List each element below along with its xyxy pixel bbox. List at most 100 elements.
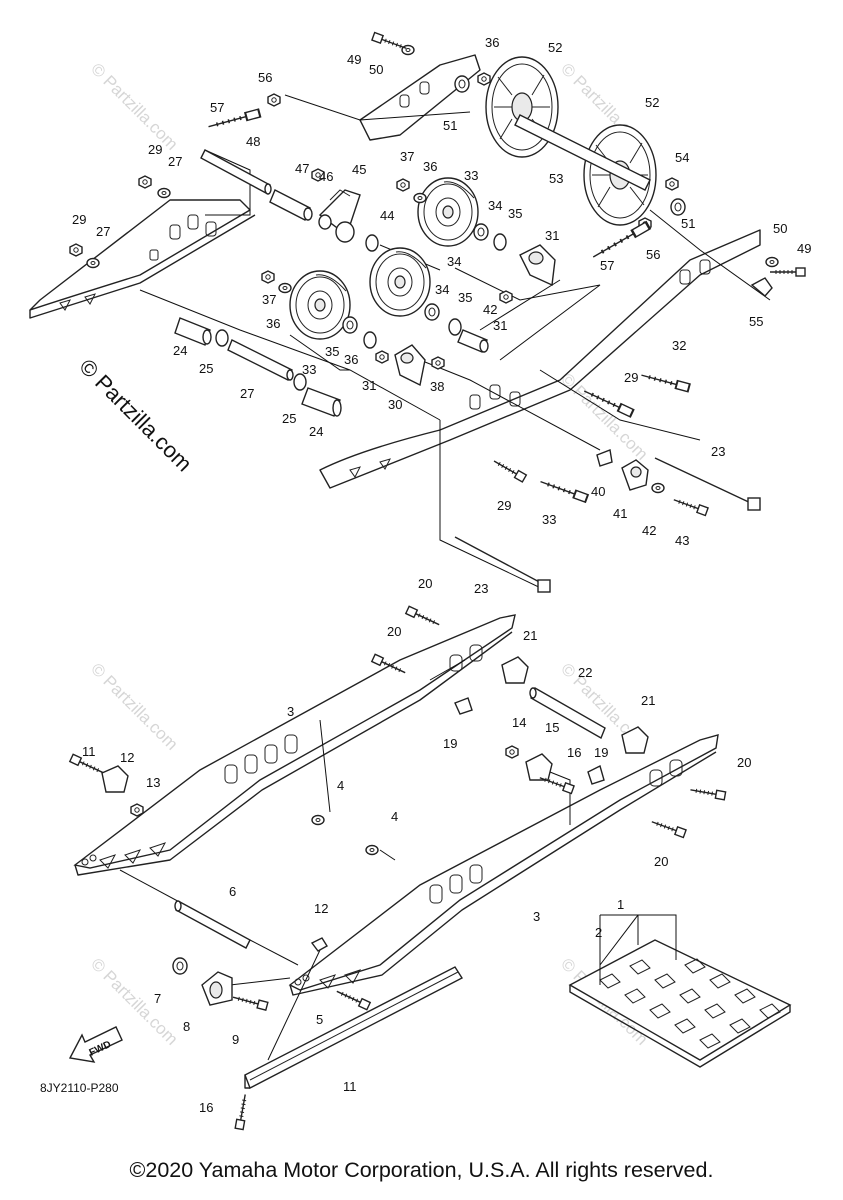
washer-36-mid: [413, 192, 427, 204]
nut-15: [130, 803, 144, 817]
block-55: [750, 277, 773, 297]
callout: 16: [199, 1100, 213, 1115]
collar-47: [269, 189, 313, 221]
bearing-34-left: [342, 316, 358, 334]
callout: 50: [773, 221, 787, 236]
nut-54: [665, 177, 679, 191]
callout: 33: [542, 512, 556, 527]
callout: 54: [675, 150, 689, 165]
ring-44: [365, 234, 379, 252]
watermarks: © Partzilla.com © Partzilla.com © Partzi…: [74, 59, 651, 1048]
callout: 41: [613, 506, 627, 521]
callout: 11: [82, 744, 96, 759]
nut-37-top: [477, 72, 491, 86]
washer-41: [651, 482, 665, 494]
callout: 37: [262, 292, 276, 307]
callout: 57: [600, 258, 614, 273]
callout: 36: [266, 316, 280, 331]
bolt-20-a: [405, 605, 442, 630]
callout: 33: [302, 362, 316, 377]
callout: 19: [594, 745, 608, 760]
callout: 46: [319, 169, 333, 184]
ring-35-left: [363, 331, 377, 349]
slider-11: [244, 966, 464, 1089]
callout: 23: [711, 444, 725, 459]
watermark: © Partzilla.com: [87, 659, 181, 753]
callout: 55: [749, 314, 763, 329]
watermark: © Partzilla.com: [87, 59, 181, 153]
callout: 35: [508, 206, 522, 221]
arm-45: [318, 189, 361, 243]
callout: 35: [325, 344, 339, 359]
bolt-5: [334, 986, 371, 1011]
callout: 36: [423, 159, 437, 174]
wheel-33-left: [289, 270, 351, 340]
callout: 51: [443, 118, 457, 133]
shaft-6: [174, 900, 251, 949]
callout: 42: [642, 523, 656, 538]
callout: 5: [316, 1012, 323, 1027]
nut-31-upper: [499, 290, 513, 304]
bolt-29-lower: [491, 456, 528, 483]
copyright-footer: ©2020 Yamaha Motor Corporation, U.S.A. A…: [129, 1158, 714, 1182]
shaft-26: [227, 339, 294, 381]
washer-4-left: [311, 814, 325, 826]
fwd-arrow-icon: FWD: [68, 1026, 123, 1063]
nut-10: [310, 937, 328, 952]
callout: 29: [72, 212, 86, 227]
callout: 20: [654, 854, 668, 869]
callout: 21: [641, 693, 655, 708]
callout: 56: [646, 247, 660, 262]
callout: 30: [388, 397, 402, 412]
callout: 20: [387, 624, 401, 639]
callout: 34: [447, 254, 461, 269]
callout: 29: [148, 142, 162, 157]
bearing-34-mid: [424, 303, 440, 321]
callout: 40: [591, 484, 605, 499]
callout: 31: [362, 378, 376, 393]
callout: 27: [240, 386, 254, 401]
callout-numbers: 49 50 36 52 52 51 56 57 48 29 27 37 36 4…: [72, 35, 811, 1115]
shaft-24-a: [174, 317, 212, 346]
washer-36-left: [278, 282, 292, 294]
bolt-32-lower: [538, 476, 589, 504]
shaft-22: [529, 686, 606, 740]
washer-50-right: [765, 256, 779, 268]
bolt-49-right: [769, 267, 806, 277]
bolt-9: [231, 992, 269, 1011]
bolt-32-upper: [639, 370, 691, 393]
callout: 47: [295, 161, 309, 176]
bushing-43: [457, 329, 489, 353]
callout: 22: [578, 665, 592, 680]
axle-53: [514, 114, 651, 191]
nut-37-left: [261, 270, 275, 284]
nut-37-mid: [396, 178, 410, 192]
callout: 37: [400, 149, 414, 164]
watermark-large: © Partzilla.com: [74, 354, 197, 477]
callout: 56: [258, 70, 272, 85]
callout: 23: [474, 581, 488, 596]
callout: 24: [309, 424, 323, 439]
nut-31-lower: [375, 350, 389, 364]
callout: 36: [485, 35, 499, 50]
block-17: [525, 753, 553, 781]
callout: 29: [497, 498, 511, 513]
leader-lines-lower: [119, 659, 640, 1061]
callout: 43: [675, 533, 689, 548]
callout: 36: [344, 352, 358, 367]
callout: 50: [369, 62, 383, 77]
callout: 24: [173, 343, 187, 358]
callout: 52: [645, 95, 659, 110]
callout: 12: [120, 750, 134, 765]
callout: 35: [458, 290, 472, 305]
bearing-34-upper: [473, 223, 489, 241]
callout: 20: [737, 755, 751, 770]
callout: 14: [512, 715, 526, 730]
callout: 32: [672, 338, 686, 353]
callout: 25: [199, 361, 213, 376]
ring-25-a: [215, 329, 229, 347]
block-14: [101, 765, 129, 793]
upper-rail-right: [319, 229, 761, 489]
callout: 13: [146, 775, 160, 790]
